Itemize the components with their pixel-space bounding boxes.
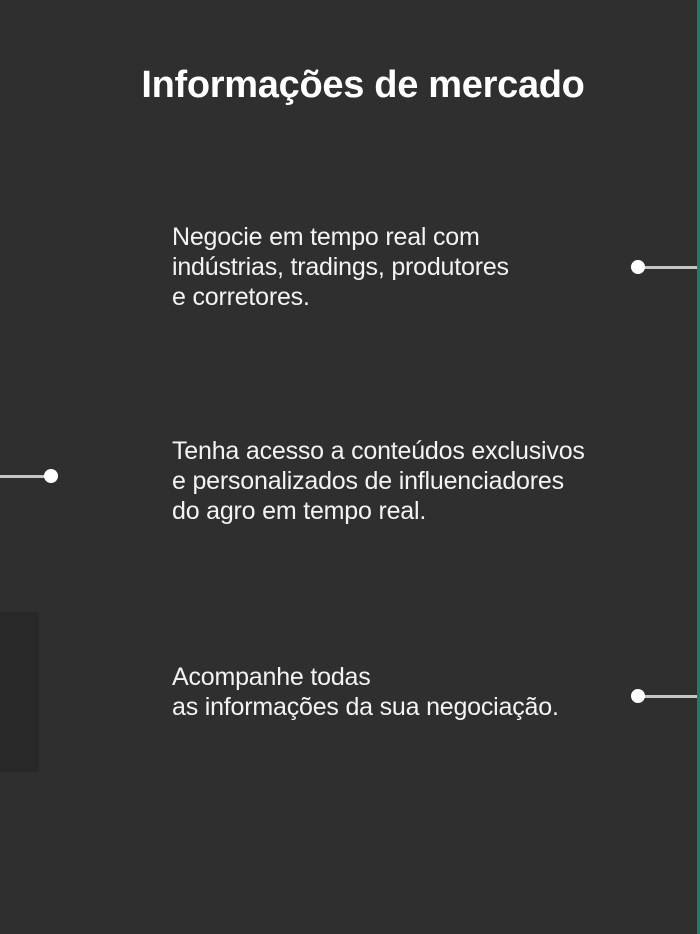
connector-dot-icon <box>631 260 645 274</box>
feature-line: as informações da sua negociação. <box>172 693 559 721</box>
feature-exclusive-content: Tenha acesso a conteúdos exclusivos e pe… <box>172 436 585 526</box>
left-edge-panel <box>0 612 39 772</box>
feature-track-negotiation: Acompanhe todas as informações da sua ne… <box>172 662 559 722</box>
feature-line: do agro em tempo real. <box>172 497 427 525</box>
feature-line: Tenha acesso a conteúdos exclusivos <box>172 437 585 465</box>
connector-dot-icon <box>631 689 645 703</box>
connector-line-right-3 <box>638 695 700 698</box>
feature-line: Acompanhe todas <box>172 663 371 691</box>
feature-line: e personalizados de influenciadores <box>172 467 564 495</box>
page-title: Informações de mercado <box>141 64 585 106</box>
connector-line-left-2 <box>0 475 51 478</box>
feature-line: indústrias, tradings, produtores <box>172 253 509 281</box>
accent-teal-bar <box>697 0 700 934</box>
feature-line: e corretores. <box>172 283 310 311</box>
feature-line: Negocie em tempo real com <box>172 223 480 251</box>
feature-realtime-trading: Negocie em tempo real com indústrias, tr… <box>172 222 509 312</box>
connector-line-right-1 <box>638 266 700 269</box>
connector-dot-icon <box>44 469 58 483</box>
